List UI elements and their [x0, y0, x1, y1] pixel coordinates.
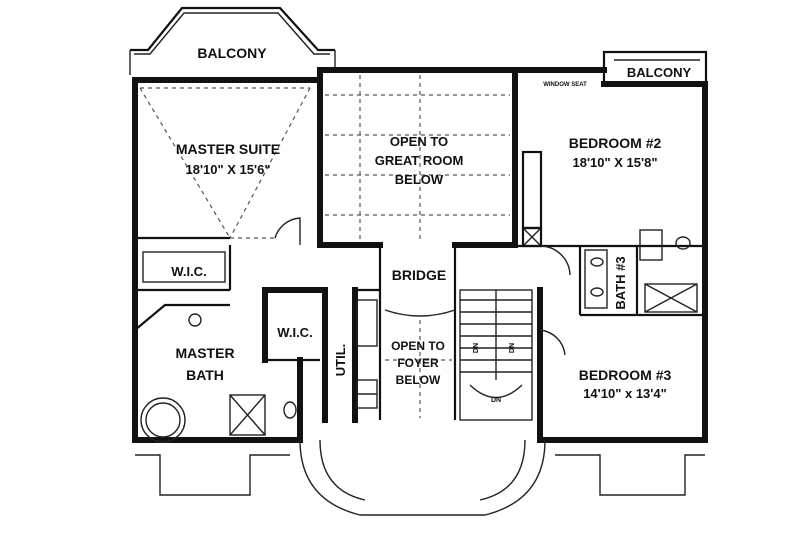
- wic2-label: W.I.C.: [277, 325, 312, 340]
- bridge-foyer: [378, 245, 457, 420]
- bridge-label: BRIDGE: [392, 267, 446, 283]
- bedroom2-size: 18'10" X 15'8": [572, 155, 657, 170]
- stair-dn-2: DN: [509, 343, 516, 353]
- bedroom2-label: BEDROOM #2: [569, 135, 662, 151]
- bedroom3-size: 14'10" x 13'4": [583, 386, 667, 401]
- util-label: UTIL.: [333, 344, 348, 377]
- master-suite-walls: [132, 67, 323, 443]
- bottom-railings: [135, 454, 705, 496]
- balcony-left: [129, 6, 336, 75]
- bedroom3-label: BEDROOM #3: [579, 367, 672, 383]
- master-bath-line2: BATH: [186, 367, 224, 383]
- bedroom3-walls: [537, 287, 708, 443]
- wic1-label: W.I.C.: [171, 264, 206, 279]
- balcony-right-label: BALCONY: [627, 65, 692, 80]
- open-great-room-line2: GREAT ROOM: [375, 153, 464, 168]
- master-bath-line1: MASTER: [175, 345, 234, 361]
- bath3: [578, 229, 705, 317]
- master-bath: [132, 303, 303, 443]
- window-seat-label: WINDOW SEAT: [543, 82, 587, 88]
- wic1: [135, 245, 232, 292]
- bedroom2-walls: [512, 67, 708, 443]
- open-foyer-line2: FOYER: [397, 356, 439, 370]
- open-great-room-line3: BELOW: [395, 172, 444, 187]
- great-room-opening: [317, 67, 518, 248]
- stair-dn-1: DN: [473, 343, 480, 353]
- wic2-util: [262, 287, 380, 423]
- open-foyer-line1: OPEN TO: [391, 339, 445, 353]
- front-stairs: [299, 439, 546, 516]
- bath3-label: BATH #3: [613, 256, 628, 309]
- balcony-left-label: BALCONY: [197, 45, 267, 61]
- open-foyer-line3: BELOW: [396, 373, 441, 387]
- master-suite-size: 18'10" X 15'6": [185, 162, 270, 177]
- stairs: [459, 289, 533, 421]
- open-great-room-line1: OPEN TO: [390, 134, 448, 149]
- stair-dn-3: DN: [491, 397, 501, 404]
- master-suite-label: MASTER SUITE: [176, 141, 280, 157]
